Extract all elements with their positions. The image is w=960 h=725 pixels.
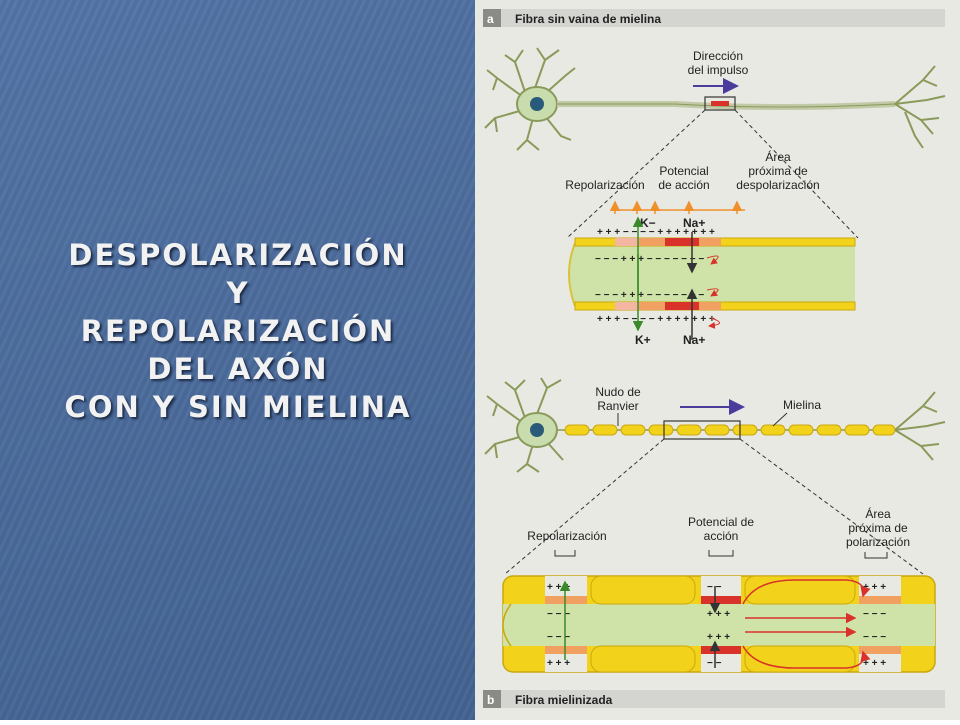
svg-text:+ + +: + + + <box>707 632 730 643</box>
myelinated-axon-section: + + + − − − − − − + + + − − + + + + + + … <box>502 575 936 673</box>
panel-a-heading: Fibra sin vaina de mielina <box>515 12 661 26</box>
panel-a-letter-box <box>483 9 501 27</box>
title-line: repolarización <box>80 314 396 348</box>
k-minus-label: K− <box>640 216 656 230</box>
k-plus-label: K+ <box>635 333 651 347</box>
svg-text:− − −: − − − <box>547 632 570 643</box>
zoom-line-left-a <box>566 109 706 239</box>
node-label-line2: Ranvier <box>597 399 638 413</box>
node-label-line1: Nudo de <box>595 385 641 399</box>
myelin-label-pointer <box>772 412 788 427</box>
action-potential-segment <box>711 101 729 106</box>
repolarization-label-b: Repolarización <box>527 529 606 543</box>
svg-text:− − −: − − − <box>547 609 570 620</box>
textbook-figure: a Fibra sin vaina de mielina Dirección d… <box>475 0 960 720</box>
near-area-label-b2: próxima de <box>848 521 908 535</box>
svg-text:+ + +: + + + <box>863 582 886 593</box>
title-line: del axón <box>147 352 329 386</box>
near-area-label-a1: Área <box>765 149 791 164</box>
repolarization-label-a: Repolarización <box>565 178 644 192</box>
unmyelinated-axon-section: + + + − − − − + + + + + + + − − − + + + … <box>568 216 856 340</box>
title-line: y <box>226 276 250 310</box>
panel-a-header-bar <box>483 9 945 27</box>
direction-label-line2: del impulso <box>688 63 749 77</box>
svg-text:− − − + + + − − − −: − − − + + + − − − − − − − <box>595 254 704 265</box>
myelin-label: Mielina <box>783 398 821 412</box>
svg-text:+ + +: + + + <box>547 582 570 593</box>
action-potential-label-a1: Potencial <box>659 164 708 178</box>
slide-title: Despolarización y repolarización del axó… <box>18 236 458 426</box>
near-area-label-a3: despolarización <box>736 178 819 192</box>
near-area-brace-b <box>864 552 888 559</box>
figure-svg: a Fibra sin vaina de mielina Dirección d… <box>483 9 946 708</box>
neuron-a <box>484 47 946 151</box>
svg-text:− − − + + + − − − −: − − − + + + − − − − − − − <box>595 290 704 301</box>
panel-b-letter: b <box>487 693 494 707</box>
local-current-arrows-top <box>609 200 745 214</box>
svg-text:+ + +: + + + <box>863 658 886 669</box>
zoom-line-right-b <box>739 438 924 575</box>
svg-text:+ + + − − − − + + +: + + + − − − − + + + + + + + <box>597 314 715 325</box>
action-potential-brace-b <box>708 550 734 557</box>
svg-text:− − −: − − − <box>863 609 886 620</box>
near-area-label-b3: polarización <box>846 535 910 549</box>
na-plus-bottom-label: Na+ <box>683 333 705 347</box>
svg-text:− − −: − − − <box>863 632 886 643</box>
near-area-label-b1: Área <box>865 506 891 521</box>
svg-text:+ + +: + + + <box>547 658 570 669</box>
svg-text:+ + + − − − − + + +: + + + − − − − + + + + + + + <box>597 227 715 238</box>
title-line: Despolarización <box>68 238 408 272</box>
svg-text:+ + +: + + + <box>707 609 730 620</box>
action-potential-label-b2: acción <box>704 529 739 543</box>
panel-b-letter-box <box>483 690 501 708</box>
title-line: con y sin mielina <box>64 390 412 424</box>
action-potential-label-b1: Potencial de <box>688 515 754 529</box>
neuron-b <box>484 377 946 473</box>
na-plus-top-label: Na+ <box>683 216 705 230</box>
direction-label-line1: Dirección <box>693 49 743 63</box>
zoom-line-right-a <box>734 109 859 239</box>
near-area-label-a2: próxima de <box>748 164 808 178</box>
zoom-box-b <box>663 420 741 440</box>
panel-a-letter: a <box>487 12 494 26</box>
panel-b-heading: Fibra mielinizada <box>515 693 613 707</box>
zoom-box-a <box>704 96 736 111</box>
panel-b-header-bar <box>483 690 945 708</box>
action-potential-label-a2: de acción <box>658 178 709 192</box>
repolarization-brace-b <box>554 550 576 557</box>
